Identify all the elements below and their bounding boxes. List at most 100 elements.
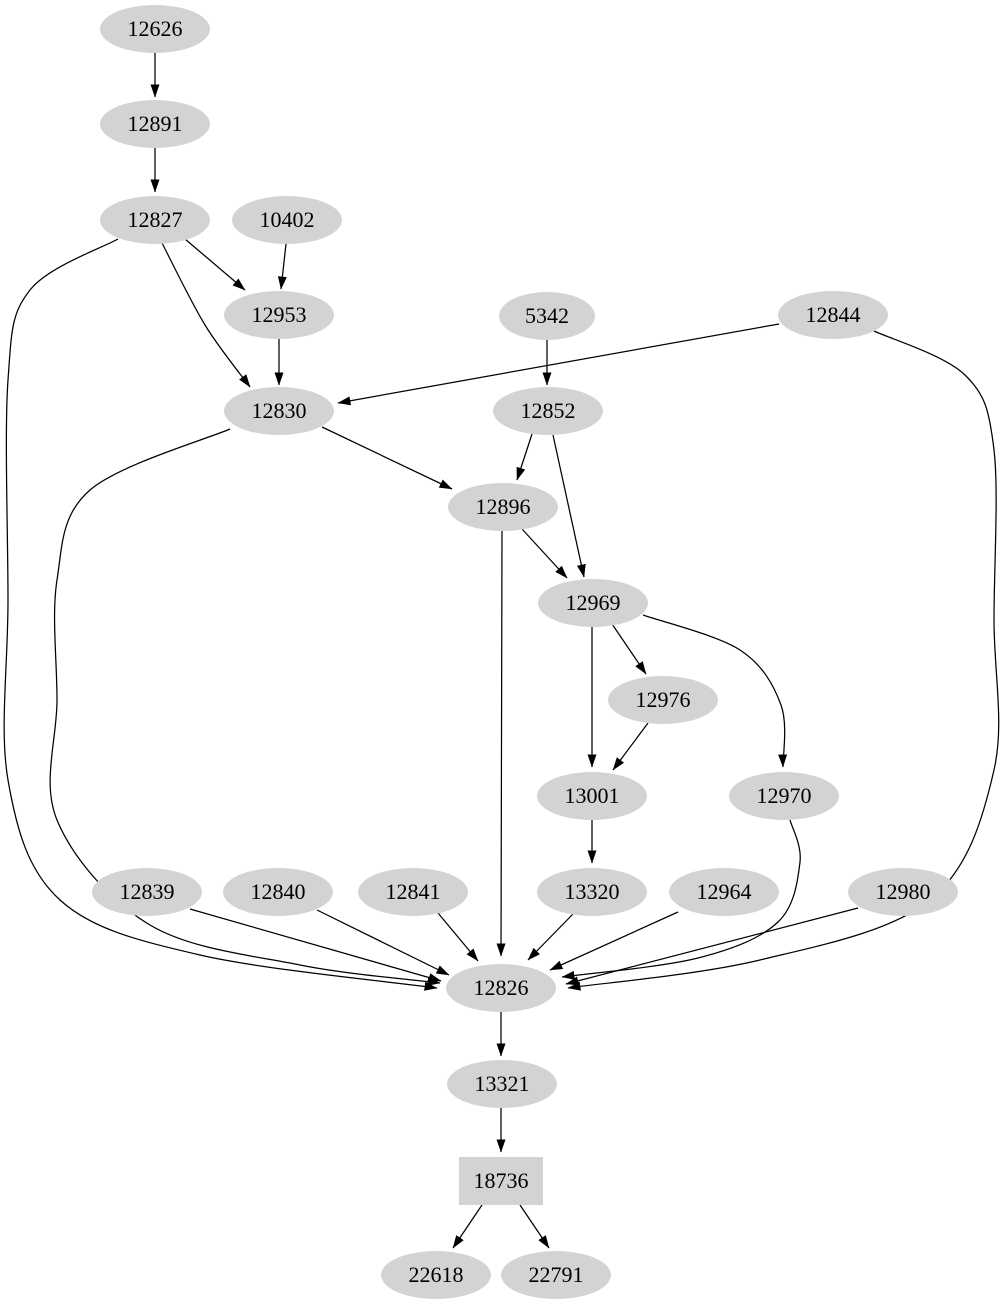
edge-18736-22618 [452, 1204, 483, 1249]
node-12626-shape [100, 5, 210, 53]
node-5342-label: 5342 [525, 303, 569, 328]
node-12841: 12841 [358, 868, 468, 916]
edge-12844-12826 [567, 330, 1000, 991]
node-12970-label: 12970 [757, 783, 812, 808]
node-12826-label: 12826 [474, 975, 529, 1000]
node-22791-shape [501, 1251, 611, 1299]
node-12980-shape [848, 868, 958, 916]
node-12970: 12970 [729, 772, 839, 820]
node-12964: 12964 [669, 868, 779, 916]
node-12976: 12976 [608, 676, 718, 724]
node-22791: 22791 [501, 1251, 611, 1299]
node-18736-shape [459, 1157, 543, 1205]
node-12891: 12891 [100, 100, 210, 148]
node-12976-shape [608, 676, 718, 724]
node-12852: 12852 [493, 387, 603, 435]
edge-12844-12830 [337, 323, 780, 406]
node-12840-shape [223, 868, 333, 916]
edge-12827-12953 [184, 238, 246, 291]
node-12839-shape [92, 868, 202, 916]
node-13001: 13001 [537, 772, 647, 820]
node-12840-label: 12840 [251, 879, 306, 904]
node-12830-shape [224, 387, 334, 435]
node-22791-label: 22791 [529, 1262, 584, 1287]
node-12839: 12839 [92, 868, 202, 916]
node-22618-shape [381, 1251, 491, 1299]
nodes-layer: 12626 12891 12827 10402 12953 5342 12844 12830 1… [92, 5, 958, 1299]
edges-layer [3, 53, 1000, 1249]
node-12953-shape [224, 291, 334, 339]
node-12976-label: 12976 [636, 687, 691, 712]
node-12826-shape [446, 964, 556, 1012]
node-12839-label: 12839 [120, 879, 175, 904]
node-18736-label: 18736 [474, 1168, 529, 1193]
node-12844: 12844 [778, 291, 888, 339]
edge-12852-12896 [516, 433, 533, 481]
node-12891-shape [100, 100, 210, 148]
edge-12840-12826 [316, 909, 450, 976]
node-12891-label: 12891 [128, 111, 183, 136]
node-12896: 12896 [448, 483, 558, 531]
node-12840: 12840 [223, 868, 333, 916]
edge-12970-12826 [561, 819, 801, 980]
node-12896-label: 12896 [476, 494, 531, 519]
edge-12980-12826 [565, 907, 859, 986]
node-12969: 12969 [538, 579, 648, 627]
node-12827-label: 12827 [128, 207, 183, 232]
edge-12896-12969 [521, 528, 568, 579]
node-12970-shape [729, 772, 839, 820]
node-12841-shape [358, 868, 468, 916]
node-12980-label: 12980 [876, 879, 931, 904]
node-12953-label: 12953 [252, 302, 307, 327]
node-12953: 12953 [224, 291, 334, 339]
node-13321-label: 13321 [475, 1071, 530, 1096]
edge-12852-12969 [552, 434, 586, 578]
node-12852-label: 12852 [521, 398, 576, 423]
node-5342: 5342 [499, 292, 595, 340]
node-22618-label: 22618 [409, 1262, 464, 1287]
node-12830: 12830 [224, 387, 334, 435]
node-5342-shape [499, 292, 595, 340]
node-12844-shape [778, 291, 888, 339]
node-12852-shape [493, 387, 603, 435]
node-12826: 12826 [446, 964, 556, 1012]
node-12626: 12626 [100, 5, 210, 53]
node-13320: 13320 [537, 868, 647, 916]
node-13320-shape [537, 868, 647, 916]
node-13320-label: 13320 [565, 879, 620, 904]
node-12841-label: 12841 [386, 879, 441, 904]
node-13001-label: 13001 [565, 783, 620, 808]
edge-12827-12826 [3, 238, 438, 991]
node-18736: 18736 [459, 1157, 543, 1205]
node-12969-label: 12969 [566, 590, 621, 615]
edge-12830-12826 [49, 428, 441, 986]
node-12827: 12827 [100, 196, 210, 244]
node-12626-label: 12626 [128, 16, 183, 41]
edge-12841-12826 [437, 912, 479, 962]
edge-13320-12826 [527, 913, 574, 961]
node-12980: 12980 [848, 868, 958, 916]
node-12964-shape [669, 868, 779, 916]
edge-12969-12976 [611, 623, 647, 675]
edge-12827-12830 [161, 242, 251, 388]
node-12844-label: 12844 [806, 302, 861, 327]
node-13321-shape [447, 1060, 557, 1108]
edge-10402-12953 [277, 243, 287, 290]
node-13001-shape [537, 772, 647, 820]
node-12830-label: 12830 [252, 398, 307, 423]
edge-12830-12896 [321, 426, 453, 490]
edge-18736-22791 [519, 1204, 550, 1249]
edge-12969-12970 [642, 614, 788, 768]
edge-12964-12826 [549, 911, 679, 971]
node-13321: 13321 [447, 1060, 557, 1108]
edge-12976-13001 [612, 722, 649, 771]
node-22618: 22618 [381, 1251, 491, 1299]
node-10402-shape [232, 196, 342, 244]
node-12896-shape [448, 483, 558, 531]
node-12969-shape [538, 579, 648, 627]
edge-12839-12826 [189, 908, 442, 982]
node-10402: 10402 [232, 196, 342, 244]
node-12827-shape [100, 196, 210, 244]
